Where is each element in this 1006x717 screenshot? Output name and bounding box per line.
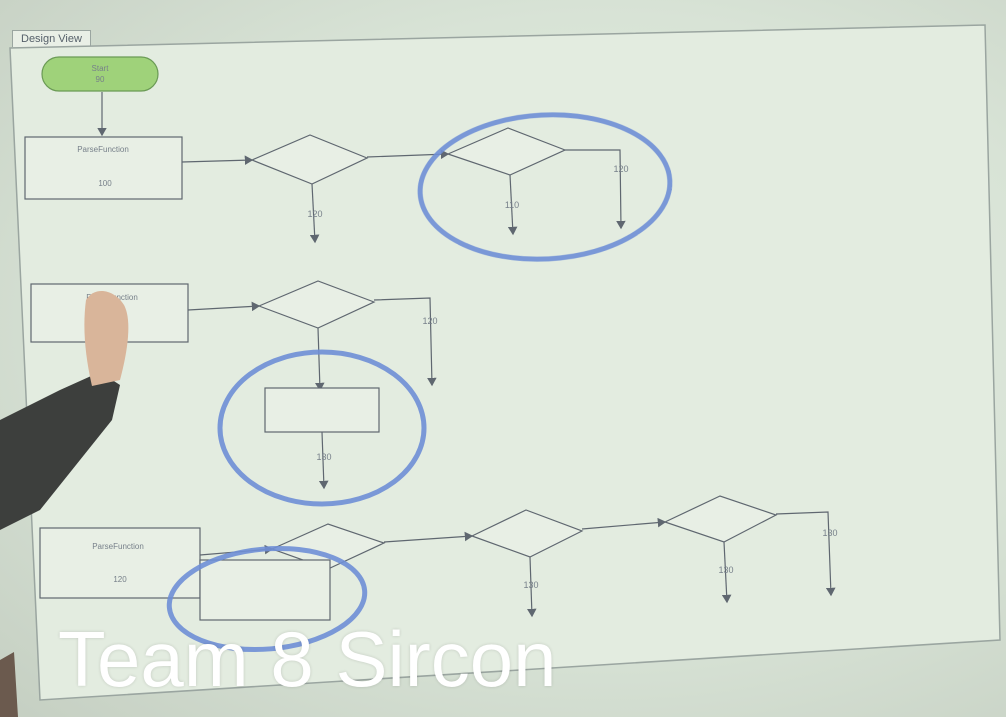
function-label-3: ParseFunction	[92, 542, 144, 551]
branch-label-3b: 130	[718, 565, 733, 575]
branch-label-2a: 120	[422, 316, 437, 326]
process-box-3[interactable]	[199, 559, 331, 621]
start-label: Start	[92, 64, 110, 73]
design-canvas-frame	[9, 24, 1001, 701]
process-box-2[interactable]	[264, 387, 380, 433]
function-value-3: 120	[113, 575, 127, 584]
tab-design-view[interactable]: Design View	[12, 30, 91, 47]
caption-overlay: Team 8 Sircon	[58, 615, 557, 703]
function-value-1: 100	[98, 179, 112, 188]
highlight-ring-1	[417, 112, 673, 262]
decision-diamond-2[interactable]	[257, 280, 376, 329]
branch-label-3c: 130	[822, 528, 837, 538]
branch-label-3a: 130	[523, 580, 538, 590]
branch-label-1a: 120	[307, 209, 322, 219]
decision-diamond-1a[interactable]	[250, 134, 369, 185]
start-node[interactable]	[41, 56, 159, 92]
branch-label-1b: 110	[505, 200, 519, 210]
presenter-hand	[0, 290, 129, 717]
branch-label-2b: 130	[316, 452, 331, 462]
decision-diamond-3b[interactable]	[470, 509, 584, 558]
highlight-ring-3	[166, 545, 368, 653]
start-value: 90	[96, 75, 105, 84]
highlight-ring-2	[217, 349, 427, 507]
branch-label-1c: 120	[613, 164, 628, 174]
decision-diamond-3c[interactable]	[663, 495, 778, 543]
function-label-1: ParseFunction	[77, 145, 129, 154]
parse-function-box-1[interactable]	[24, 136, 183, 200]
